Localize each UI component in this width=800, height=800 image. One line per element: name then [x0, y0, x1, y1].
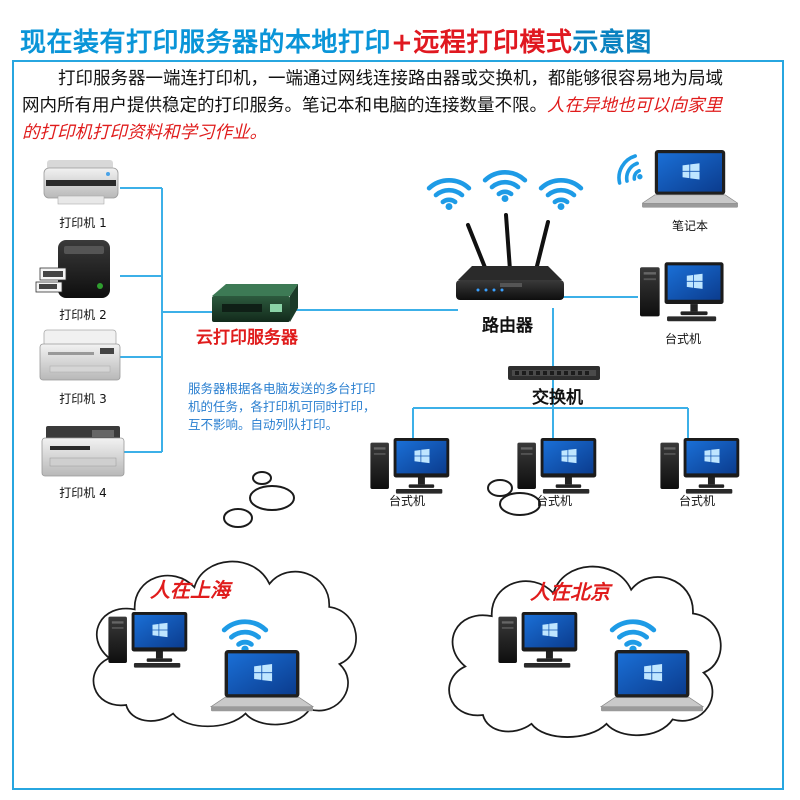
switch-icon: [508, 366, 600, 380]
server-label: 云打印服务器: [196, 328, 298, 348]
router-wifi-left-icon: [429, 180, 469, 210]
page-title: 现在装有打印服务器的本地打印+远程打印模式示意图: [20, 22, 652, 59]
shanghai-cloud: [92, 471, 358, 728]
desktop-1-icon: [370, 438, 449, 494]
beijing-label: 人在北京: [530, 580, 610, 604]
router-wifi-right-icon: [541, 180, 581, 210]
intro-highlight: 人在异地也可以向家里的打印机打印资料和学习作业。: [22, 96, 722, 143]
printer-4-label: 打印机 4: [59, 486, 107, 500]
title-part-local: 现在装有打印服务器的本地打印: [20, 28, 392, 58]
shanghai-laptop-icon: [211, 650, 313, 711]
router-wifi-middle-icon: [485, 172, 525, 202]
desktop-3-label: 台式机: [678, 494, 715, 508]
desktop-top-icon: [640, 262, 724, 321]
printer-1-icon: [43, 160, 119, 205]
intro-text: 打印服务器一端连打印机，一端通过网线连接路由器或交换机，都能够很容易地为局域网内…: [22, 69, 723, 116]
printer-connection-lines: [120, 187, 212, 453]
beijing-laptop-icon: [601, 650, 703, 711]
laptop-label: 笔记本: [671, 219, 708, 233]
printer-1-label: 打印机 1: [59, 216, 107, 230]
server-note: 服务器根据各电脑发送的多台打印机的任务，各打印机可同时打印，互不影响。自动列队打…: [188, 381, 376, 432]
desktop-2-label: 台式机: [535, 494, 572, 508]
desktop-top-label: 台式机: [664, 332, 701, 346]
printer-2-icon: [35, 240, 110, 298]
router-label: 路由器: [482, 316, 533, 336]
desktop-2-icon: [517, 438, 596, 494]
beijing-cloud: [448, 479, 722, 739]
intro-paragraph: 打印服务器一端连打印机，一端通过网线连接路由器或交换机，都能够很容易地为局域网内…: [22, 66, 738, 147]
printer-3-icon: [39, 329, 121, 381]
title-part-diagram: 示意图: [572, 28, 652, 58]
network-connection-lines: [296, 296, 689, 438]
title-part-remote: 远程打印模式: [413, 28, 573, 58]
printer-2-label: 打印机 2: [59, 308, 107, 322]
laptop-wifi-icon: [614, 153, 650, 192]
print-server-icon: [212, 284, 298, 322]
desktop-3-icon: [660, 438, 739, 494]
diagram-frame: [12, 60, 784, 790]
printer-4-icon: [41, 426, 125, 477]
printer-3-label: 打印机 3: [59, 392, 107, 406]
router-icon: [456, 213, 564, 300]
shanghai-label: 人在上海: [150, 578, 230, 602]
laptop-icon: [642, 150, 738, 208]
switch-label: 交换机: [532, 388, 583, 408]
title-plus: +: [391, 28, 414, 58]
desktop-1-label: 台式机: [388, 494, 425, 508]
